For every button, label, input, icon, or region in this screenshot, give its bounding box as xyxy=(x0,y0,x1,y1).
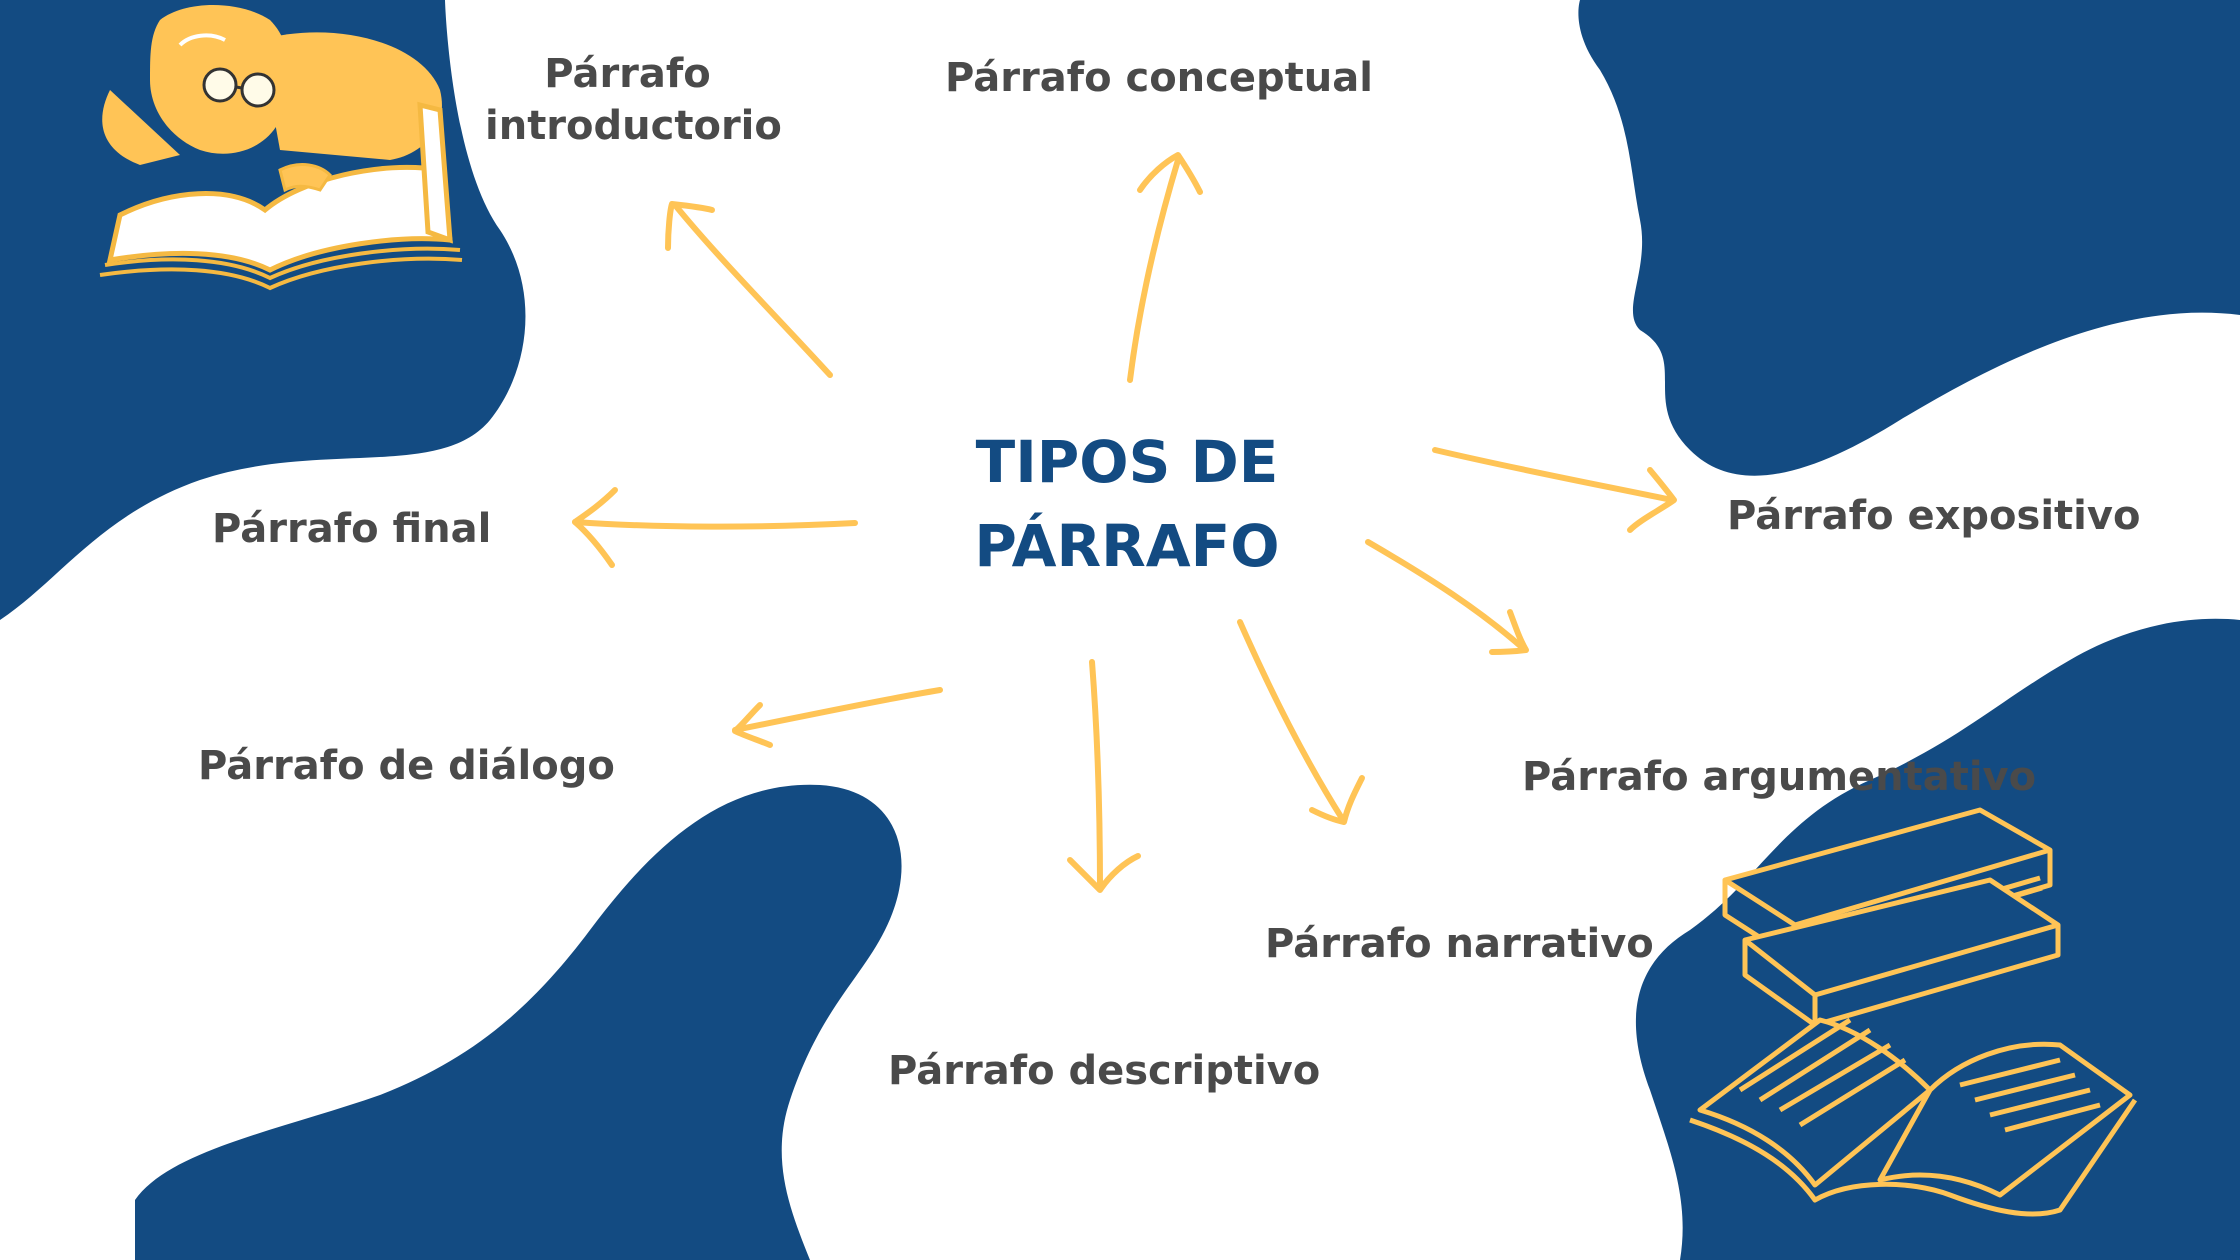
book-stack-icon xyxy=(1689,807,2138,1217)
label-dialogo: Párrafo de diálogo xyxy=(198,743,615,789)
label-argumentativo: Párrafo argumentativo xyxy=(1522,754,2037,800)
blob-top-right xyxy=(1578,0,2240,476)
arrow-icon xyxy=(1365,539,1529,655)
arrows xyxy=(572,152,1677,893)
title-line-2: PÁRRAFO xyxy=(974,512,1280,581)
label-final: Párrafo final xyxy=(212,506,492,552)
arrow-icon xyxy=(1127,152,1203,383)
label-narrativo: Párrafo narrativo xyxy=(1265,921,1654,967)
arrow-icon xyxy=(732,687,943,748)
label-introductorio: Párrafo introductorio xyxy=(485,48,782,152)
diagram-title: TIPOS DE PÁRRAFO xyxy=(897,420,1357,588)
arrow-icon xyxy=(1067,659,1141,893)
label-introductorio-line1: Párrafo xyxy=(544,51,711,97)
label-introductorio-line2: introductorio xyxy=(485,103,782,149)
reading-person-icon xyxy=(99,5,463,291)
arrow-icon xyxy=(1432,447,1677,533)
title-line-1: TIPOS DE xyxy=(975,428,1279,496)
label-conceptual: Párrafo conceptual xyxy=(945,55,1373,101)
arrow-icon xyxy=(1237,619,1365,825)
arrow-icon xyxy=(572,487,858,568)
arrow-icon xyxy=(665,201,833,378)
label-expositivo: Párrafo expositivo xyxy=(1727,493,2141,539)
blob-bottom-left xyxy=(135,784,902,1260)
label-descriptivo: Párrafo descriptivo xyxy=(888,1048,1321,1094)
